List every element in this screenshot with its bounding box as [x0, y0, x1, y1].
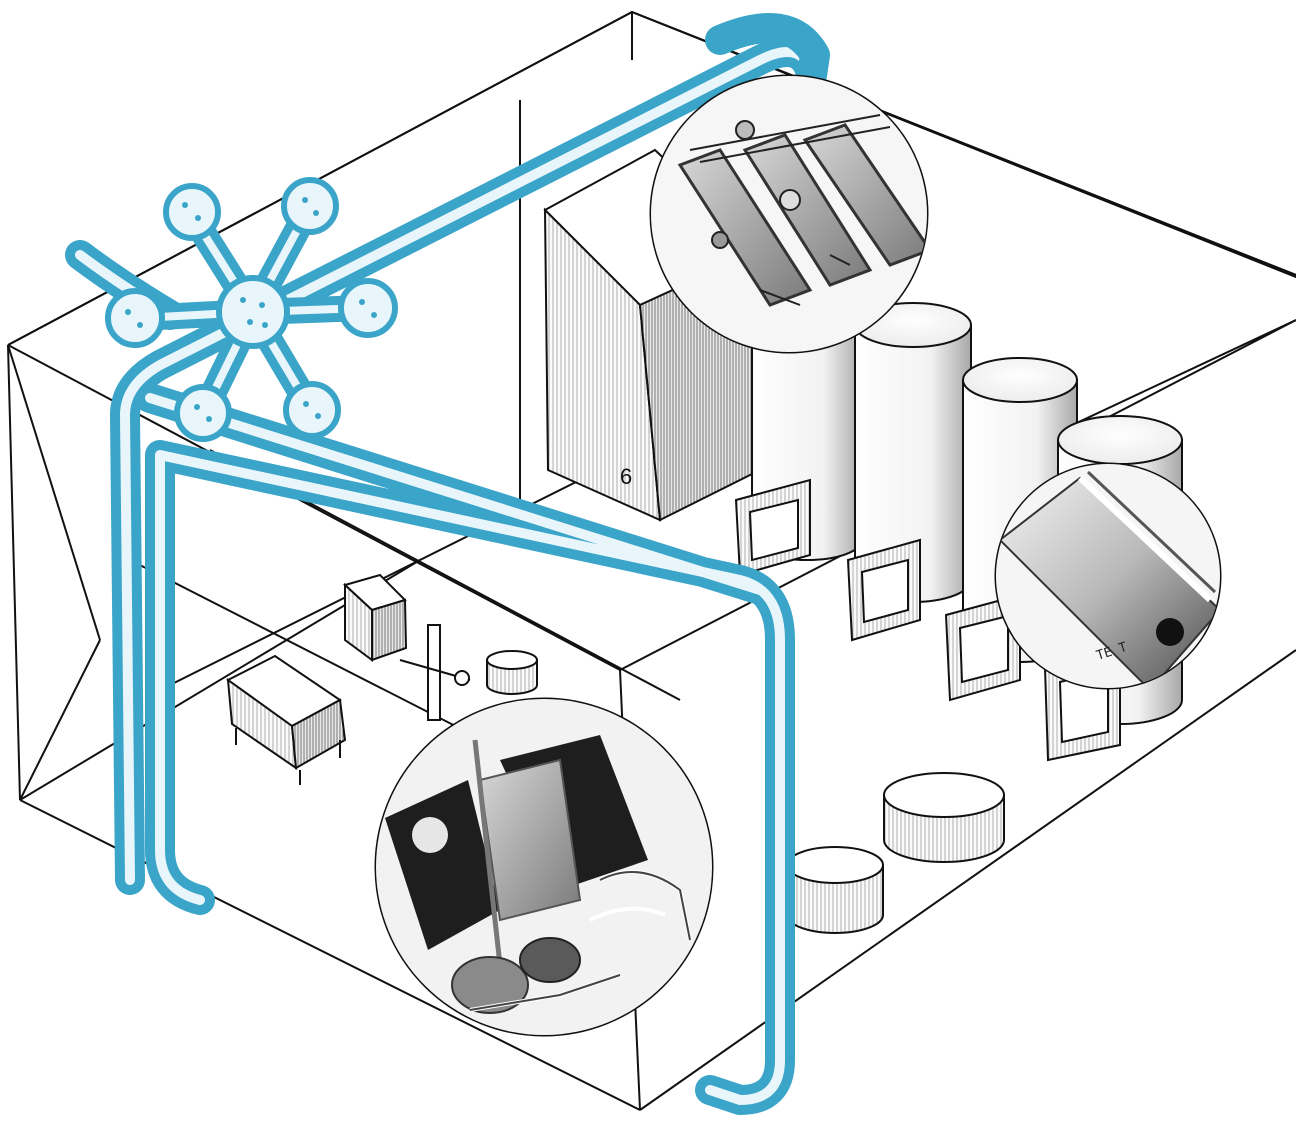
spray-head-assembly [105, 177, 398, 442]
floor-drum [786, 846, 884, 934]
print-through [310, 1032, 640, 1092]
photo-circle [374, 697, 714, 1037]
small-ring [486, 650, 538, 695]
spray-nozzle-icon [283, 381, 341, 439]
photo-circle [649, 74, 929, 354]
pump-unit [226, 654, 347, 785]
spray-nozzle-icon [216, 275, 290, 349]
photo-circle: TE T [994, 462, 1222, 690]
tank-number-label: 6 [620, 464, 632, 489]
spray-nozzle-icon [281, 177, 339, 235]
cleaning-pipe [65, 13, 830, 1115]
valve-stand [399, 624, 471, 721]
control-cabinet [343, 573, 408, 662]
cylinder-tank [854, 302, 972, 603]
floor-drum [883, 772, 1005, 863]
spray-nozzle-icon [105, 288, 165, 348]
spray-nozzle-icon [338, 278, 398, 338]
spray-nozzle-icon [174, 384, 232, 442]
spray-nozzle-icon [163, 183, 221, 241]
